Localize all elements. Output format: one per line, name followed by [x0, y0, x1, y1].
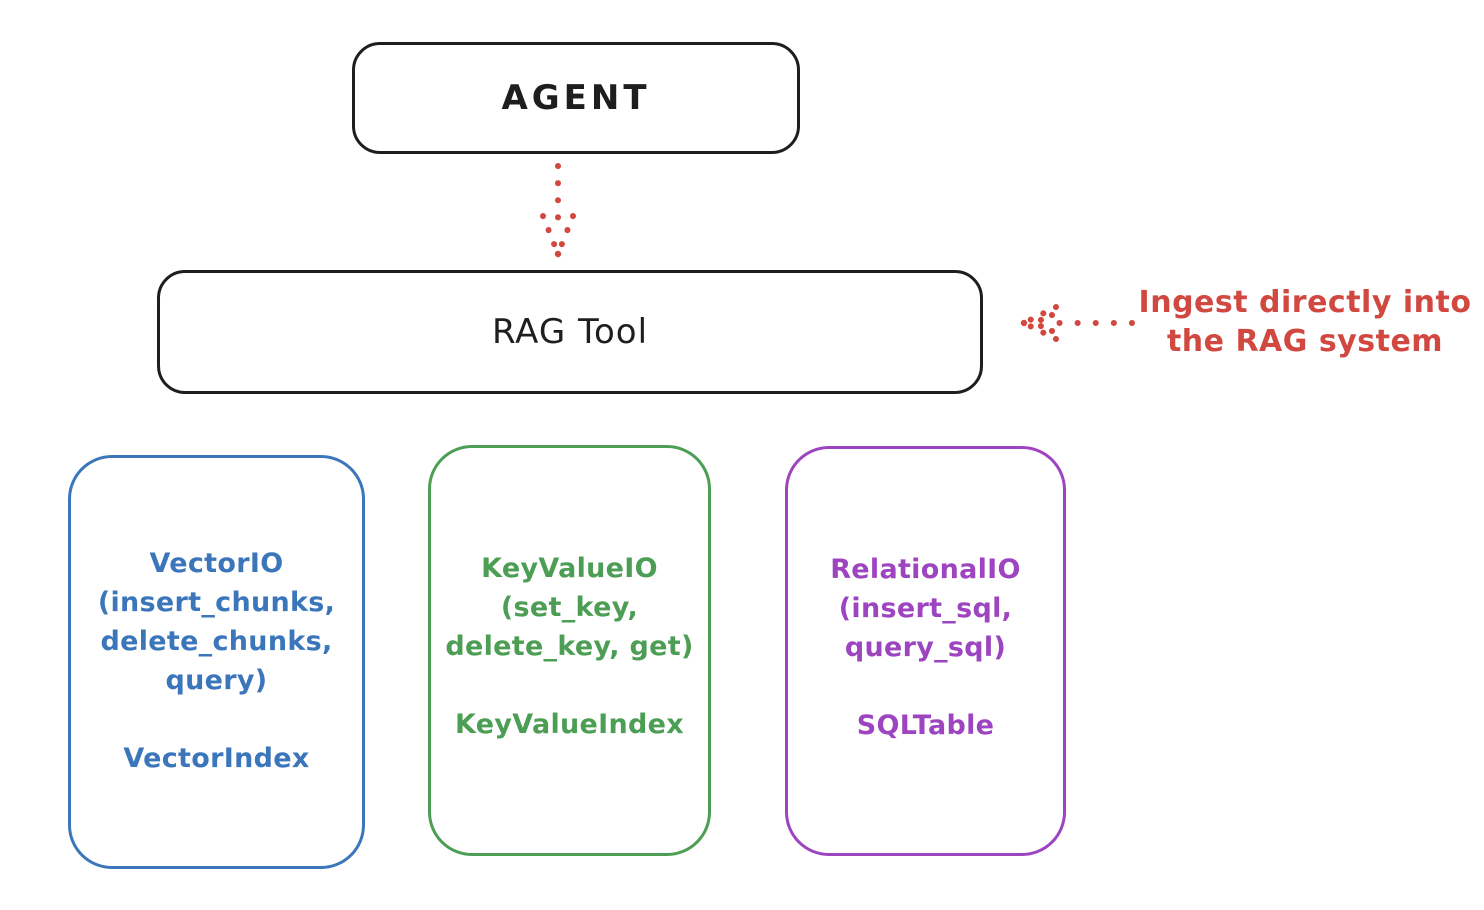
- ingest-annotation-line2: the RAG system: [1166, 324, 1444, 359]
- relational-io-node: RelationalIO (insert_sql, query_sql) SQL…: [785, 446, 1066, 856]
- vector-io-line: (insert_chunks,: [97, 587, 336, 618]
- vector-io-line: VectorIO: [149, 548, 284, 579]
- relational-io-line: RelationalIO: [830, 554, 1021, 585]
- keyvalue-io-line: (set_key,: [500, 592, 639, 623]
- keyvalue-io-line: delete_key, get): [445, 631, 694, 662]
- agent-node: AGENT: [352, 42, 800, 154]
- keyvalue-io-node: KeyValueIO (set_key, delete_key, get) Ke…: [428, 445, 711, 856]
- annotation-arrow-icon: [1020, 304, 1135, 342]
- sql-table-label: SQLTable: [856, 710, 995, 741]
- keyvalue-index-label: KeyValueIndex: [454, 709, 684, 740]
- vector-index-label: VectorIndex: [123, 743, 310, 774]
- agent-to-rag-arrow-icon: [540, 163, 576, 258]
- ingest-annotation: Ingest directly into the RAG system: [1135, 283, 1475, 361]
- relational-io-line: (insert_sql,: [838, 593, 1013, 624]
- rag-tool-label: RAG Tool: [491, 312, 649, 352]
- vector-io-line: delete_chunks,: [100, 626, 333, 657]
- vector-io-line: query): [165, 665, 268, 696]
- keyvalue-io-line: KeyValueIO: [481, 553, 658, 584]
- ingest-annotation-line1: Ingest directly into: [1138, 285, 1472, 320]
- agent-label: AGENT: [501, 78, 651, 118]
- relational-io-line: query_sql): [844, 632, 1007, 663]
- vector-io-node: VectorIO (insert_chunks, delete_chunks, …: [68, 455, 365, 869]
- rag-tool-node: RAG Tool: [157, 270, 983, 394]
